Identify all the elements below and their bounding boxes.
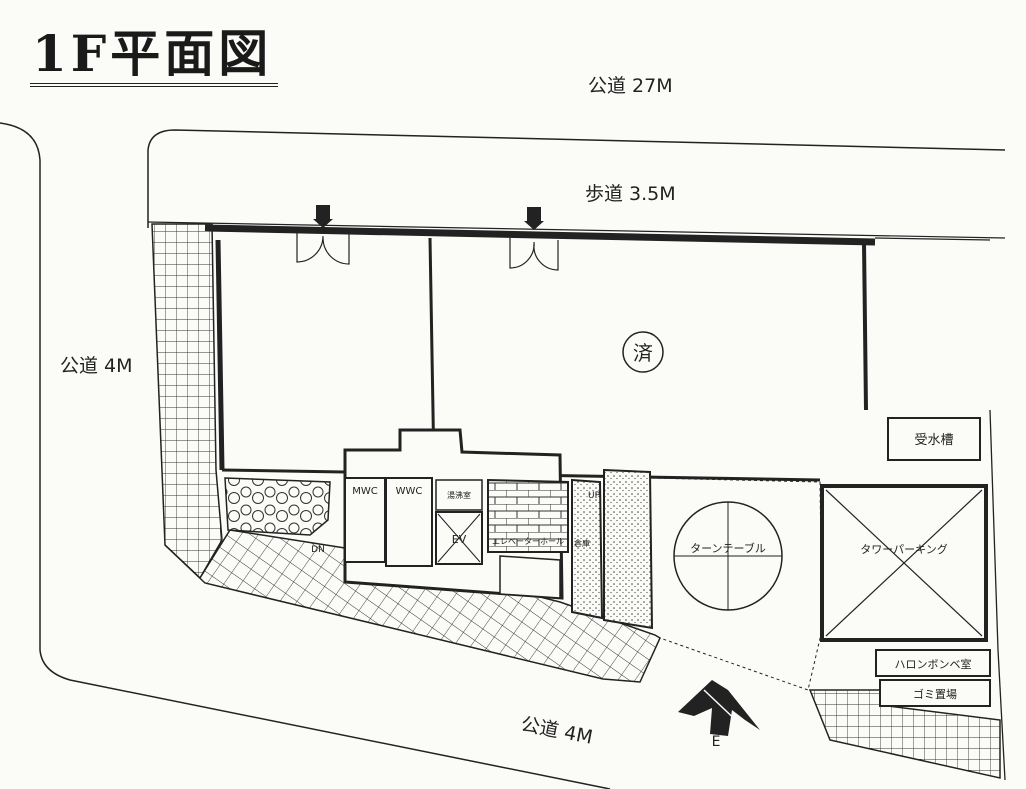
garbage-room bbox=[879, 679, 991, 707]
east-wall bbox=[862, 241, 868, 411]
seal-label: 済 bbox=[633, 341, 653, 365]
halon-room-label: ハロンボンベ室 bbox=[895, 657, 972, 671]
mwc-label: MWC bbox=[352, 486, 378, 497]
turntable-label: ターンテーブル bbox=[690, 541, 766, 555]
north-wall bbox=[204, 224, 876, 246]
bottom-paving bbox=[164, 529, 661, 683]
up-label: UP bbox=[588, 491, 601, 501]
wwc-label: WWC bbox=[396, 486, 423, 497]
road-left-label: 公道 4M bbox=[60, 355, 133, 377]
compass-label: E bbox=[712, 734, 721, 750]
water-tank bbox=[887, 417, 981, 461]
compass-arrow bbox=[678, 680, 760, 736]
entrance-door-left bbox=[296, 232, 350, 265]
hall-label: エレベーターホール bbox=[492, 537, 564, 546]
tower-parking-label: タワーパーキング bbox=[860, 542, 948, 556]
east-boundary bbox=[874, 237, 1006, 781]
left-paving bbox=[151, 223, 223, 580]
garden-stones bbox=[224, 477, 331, 536]
water-tank-label: 受水槽 bbox=[914, 433, 953, 448]
road-edge-sidewalk bbox=[147, 221, 1006, 239]
hot-water-room bbox=[435, 479, 483, 511]
entry-arrow-left bbox=[313, 205, 333, 228]
halon-room bbox=[875, 649, 991, 677]
wwc-room bbox=[385, 477, 433, 567]
entry-arrow-right bbox=[524, 207, 544, 230]
approval-seal bbox=[622, 331, 664, 373]
entrance-door-right bbox=[509, 238, 559, 271]
hot-water-label: 湯沸室 bbox=[447, 490, 471, 500]
road-top-label: 公道 27M bbox=[588, 75, 673, 97]
page-title: 1F平面図 bbox=[30, 26, 279, 87]
road-edge-top bbox=[147, 129, 1006, 228]
dn-label: DN bbox=[311, 545, 325, 555]
garbage-label: ゴミ置場 bbox=[913, 687, 957, 701]
ev-cross bbox=[437, 513, 481, 563]
ev-label: EV bbox=[452, 533, 467, 546]
sidewalk-label: 歩道 3.5M bbox=[585, 183, 676, 205]
hall-floor bbox=[487, 478, 569, 553]
stair-1 bbox=[571, 478, 604, 620]
storage-area bbox=[499, 555, 561, 599]
parking-boundary bbox=[651, 477, 823, 691]
storage-label: 倉庫 bbox=[574, 538, 590, 548]
mwc-room bbox=[344, 477, 386, 563]
road-edge-left bbox=[0, 122, 611, 789]
stair-2 bbox=[603, 468, 654, 630]
road-bottom-label: 公道 4M bbox=[519, 713, 594, 748]
west-wall bbox=[215, 239, 225, 471]
